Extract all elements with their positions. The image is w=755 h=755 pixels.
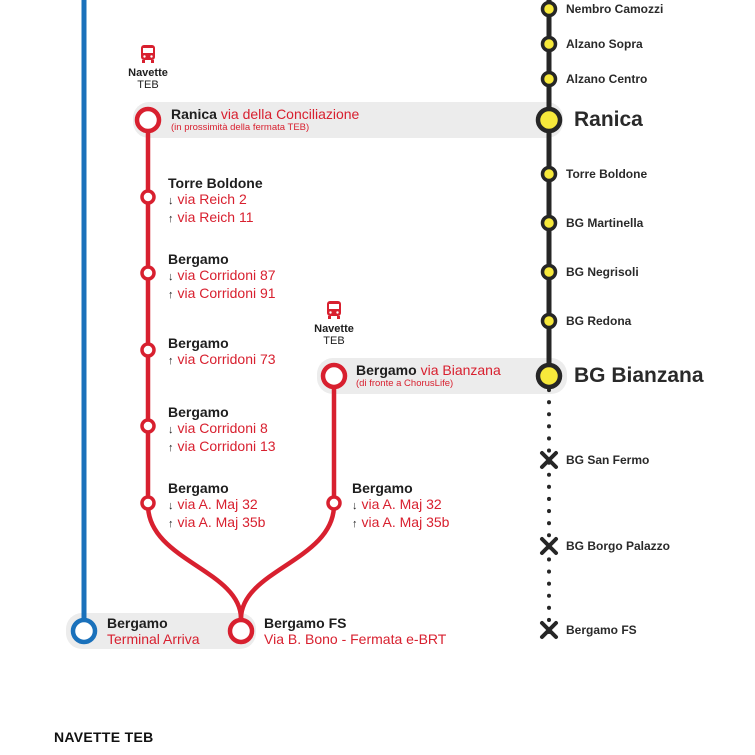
bianzana-highlight-band [317, 358, 567, 394]
arrow-down-icon: ↓ [168, 500, 174, 512]
bergamo-fs-marker [227, 617, 255, 645]
teb-stop-nembro-camozzi[interactable]: Nembro Camozzi [566, 2, 664, 16]
arrow-up-icon: ↑ [168, 355, 174, 367]
teb-stop-bergamo-fs[interactable]: Bergamo FS [566, 623, 637, 637]
navette-label-1: Navette TEB [118, 44, 178, 91]
arrow-up-icon: ↑ [352, 518, 358, 530]
teb-stop-bg-san-fermo[interactable]: BG San Fermo [566, 453, 650, 467]
arrow-up-icon: ↑ [168, 213, 174, 225]
arrow-down-icon: ↓ [352, 500, 358, 512]
stop-corridoni-8[interactable]: Bergamo ↓via Corridoni 8 ↑via Corridoni … [168, 404, 276, 454]
teb-stop-ranica[interactable]: Ranica [574, 108, 643, 131]
arrow-down-icon: ↓ [168, 271, 174, 283]
arrow-up-icon: ↑ [168, 518, 174, 530]
terminal-arriva-marker [70, 617, 98, 645]
stop-corridoni-73[interactable]: Bergamo ↑via Corridoni 73 [168, 335, 276, 367]
teb-stop-bg-redona[interactable]: BG Redona [566, 314, 632, 328]
terminal-highlight-band [66, 613, 256, 649]
stop-corridoni-87[interactable]: Bergamo ↓via Corridoni 87 ↑via Corridoni… [168, 251, 276, 301]
stop-torre-boldone[interactable]: Torre Boldone ↓via Reich 2 ↑via Reich 11 [168, 175, 263, 225]
teb-stop-alzano-centro[interactable]: Alzano Centro [566, 72, 648, 86]
ranica-hub-marker [134, 106, 162, 134]
stop-maj-left[interactable]: Bergamo ↓via A. Maj 32 ↑via A. Maj 35b [168, 480, 266, 530]
teb-stop-bg-bianzana[interactable]: BG Bianzana [574, 364, 704, 387]
bus-icon [327, 301, 341, 319]
arrow-up-icon: ↑ [168, 289, 174, 301]
arrow-down-icon: ↓ [168, 424, 174, 436]
bergamo-fs-label[interactable]: Bergamo FS Via B. Bono - Fermata e-BRT [264, 615, 447, 647]
arrow-up-icon: ↑ [168, 442, 174, 454]
teb-stop-alzano-sopra[interactable]: Alzano Sopra [566, 37, 643, 51]
navette-label-2: Navette TEB [304, 300, 364, 347]
bianzana-hub-marker [320, 362, 348, 390]
teb-stop-bg-borgo-palazzo[interactable]: BG Borgo Palazzo [566, 539, 671, 553]
bianzana-hub-label[interactable]: Bergamo via Bianzana (di fronte a Chorus… [356, 362, 501, 389]
teb-stop-bg-martinella[interactable]: BG Martinella [566, 216, 644, 230]
bus-icon [141, 45, 155, 63]
terminal-arriva-label[interactable]: Bergamo Terminal Arriva [107, 615, 200, 647]
footer-title: NAVETTE TEB [54, 729, 154, 745]
arrow-down-icon: ↓ [168, 195, 174, 207]
ranica-highlight-band [133, 102, 563, 138]
teb-stop-bg-negrisoli[interactable]: BG Negrisoli [566, 265, 639, 279]
stop-maj-right[interactable]: Bergamo ↓via A. Maj 32 ↑via A. Maj 35b [352, 480, 450, 530]
ranica-hub-label[interactable]: Ranica via della Conciliazione (in pross… [171, 106, 360, 133]
teb-stop-torre-boldone[interactable]: Torre Boldone [566, 167, 648, 181]
